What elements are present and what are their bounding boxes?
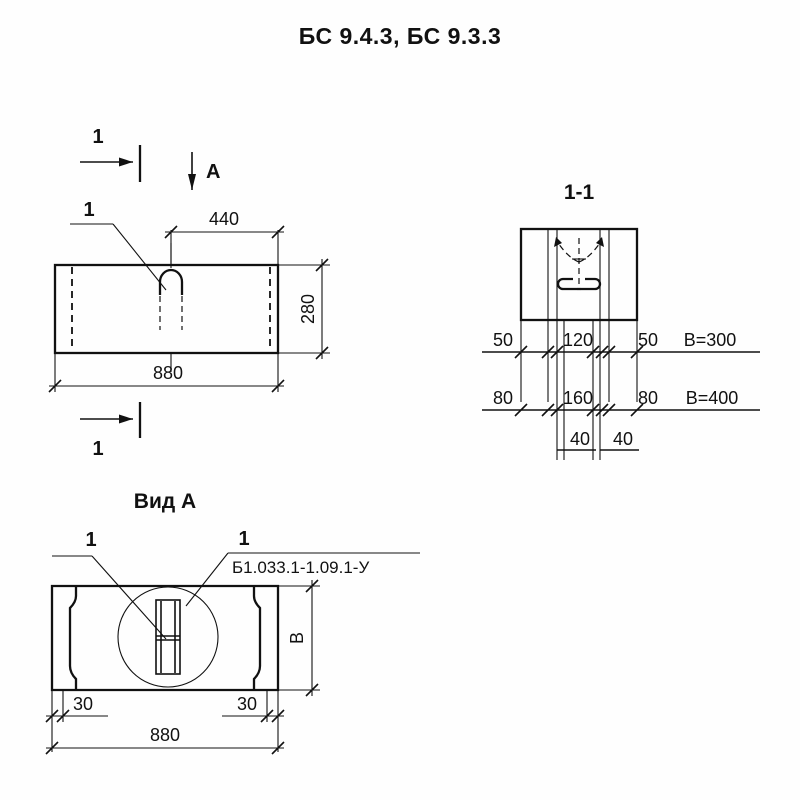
section-subdim-label-1: 40 [570, 429, 590, 449]
view-a-marker: A [188, 152, 220, 190]
detail-callout-elevation-label: 1 [83, 199, 94, 221]
section-arrow-bottom-head [119, 414, 133, 424]
view-a-dimension-880-label: 880 [150, 725, 180, 745]
view-a-reference-code: Б1.033.1-1.09.1-У [232, 558, 369, 577]
elevation-view-group: 1 A [48, 126, 330, 460]
section-row-1-width: В=300 [684, 330, 737, 350]
lifting-loop-plan [155, 599, 181, 675]
section-mark-top-label: 1 [92, 126, 103, 148]
view-a-detail-circle [117, 586, 219, 688]
view-a-dimension-height: В [278, 579, 320, 697]
section-arrow-top-head [119, 157, 133, 167]
section-subdim-40-right: 40 [600, 429, 639, 451]
dimension-880-elevation-label: 880 [153, 363, 183, 383]
section-dim-row-1: 50 120 50 В=300 [482, 330, 760, 359]
loop-arrow-left [554, 237, 562, 247]
elevation-block-outline [53, 263, 280, 355]
section-marker-bottom: 1 [80, 402, 142, 460]
detail-callout-elevation: 1 [70, 199, 167, 291]
dimension-440-label: 440 [209, 209, 239, 229]
dimension-280: 280 [278, 258, 330, 360]
view-a-dimension-30-left: 30 [45, 690, 108, 752]
view-a-group: Вид А 1 [45, 490, 420, 755]
lifting-loop-elevation [158, 268, 184, 330]
section-block-outline [519, 227, 639, 322]
section-row-1-right: 50 [638, 330, 658, 350]
view-a-dimension-30-right: 30 [222, 690, 285, 752]
section-1-1-group: 1-1 [482, 181, 760, 460]
view-a-notch-left [68, 586, 78, 690]
dimension-440: 440 [164, 209, 285, 268]
view-a-dimension-30-right-label: 30 [237, 694, 257, 714]
lifting-loop-section [554, 237, 604, 291]
view-a-callout-right: 1 Б1.033.1-1.09.1-У [185, 528, 420, 607]
section-subdim-label-2: 40 [613, 429, 633, 449]
section-mark-bottom-label: 1 [92, 438, 103, 460]
view-a-dimension-880: 880 [45, 725, 285, 755]
section-extension-lines [520, 320, 638, 460]
section-marker-top: 1 [80, 126, 142, 182]
section-row-2-right: 80 [638, 388, 658, 408]
dimension-280-label: 280 [298, 294, 318, 324]
section-row-1-middle: 120 [563, 330, 593, 350]
view-a-dimension-height-label: В [287, 632, 307, 644]
section-subdim-40-left: 40 [557, 429, 596, 451]
view-a-callout-right-label: 1 [238, 528, 249, 550]
section-row-2-width: В=400 [686, 388, 739, 408]
dimension-880-elevation: 880 [48, 353, 285, 393]
view-a-title: Вид А [134, 490, 196, 513]
section-1-1-title: 1-1 [564, 181, 595, 204]
section-row-2-left: 80 [493, 388, 513, 408]
view-a-notch-right [252, 586, 262, 690]
view-a-arrow-label: A [206, 161, 220, 183]
view-a-dimension-30-left-label: 30 [73, 694, 93, 714]
view-a-callout-left-label: 1 [85, 529, 96, 551]
loop-arrow-right [596, 237, 604, 247]
view-a-callout-left: 1 [52, 529, 167, 640]
section-dim-row-2: 80 160 80 В=400 [482, 388, 760, 417]
section-row-2-middle: 160 [563, 388, 593, 408]
section-row-1-left: 50 [493, 330, 513, 350]
view-a-arrow-head [188, 174, 196, 190]
sheet-title: БС 9.4.3, БС 9.3.3 [299, 23, 502, 49]
